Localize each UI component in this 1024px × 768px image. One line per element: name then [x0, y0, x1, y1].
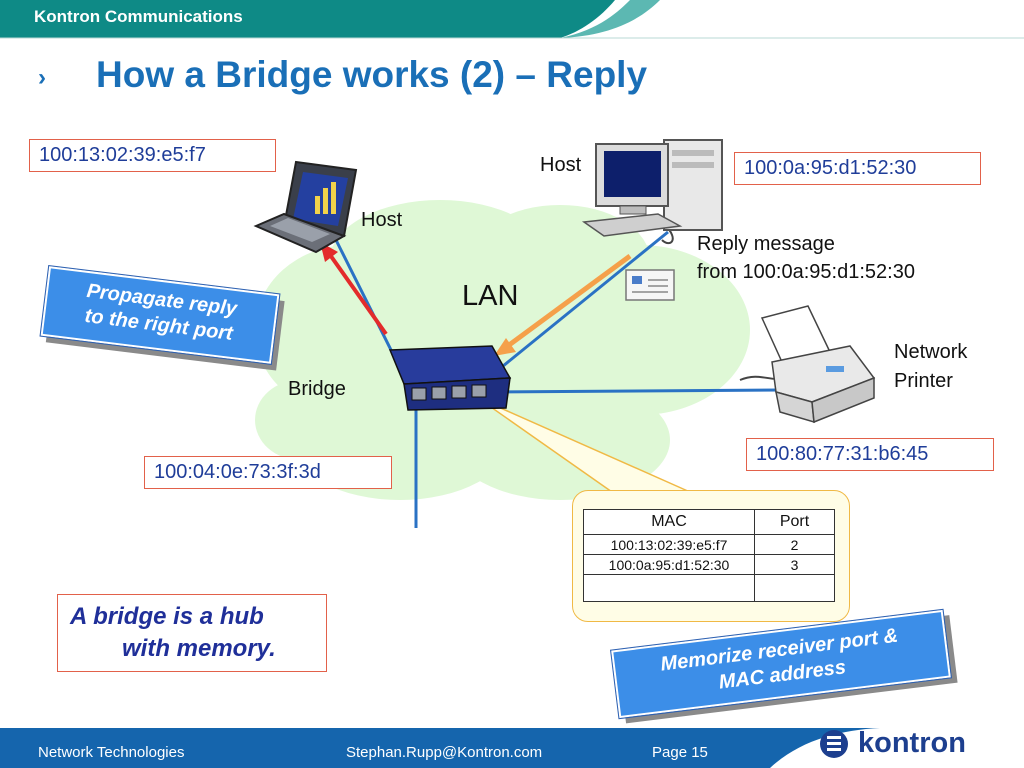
laptop-host-label: Host: [361, 209, 403, 231]
printer-label-line2: Printer: [894, 370, 953, 392]
reply-arrow-orange-head: [494, 338, 516, 356]
printer-label-line1: Network: [894, 341, 968, 363]
mac-table-cell-mac: [583, 574, 755, 602]
header-brand: Kontron Communications: [34, 7, 243, 26]
mac-table-cell-port: [754, 574, 835, 602]
reply-arrow-orange: [503, 253, 632, 351]
mac-table-cell-mac: 100:0a:95:d1:52:30: [583, 554, 755, 575]
header-band: [0, 0, 615, 38]
printer-mac-box: 100:80:77:31:b6:45: [746, 438, 994, 471]
hub-note-box: A bridge is a hub with memory.: [57, 594, 327, 672]
desktop-host-label: Host: [540, 154, 582, 176]
reply-arrow-red: [326, 250, 388, 336]
mac-table-cell-port: 3: [754, 554, 835, 575]
bridge-mac-box: 100:04:0e:73:3f:3d: [144, 456, 392, 489]
table-row: 100:0a:95:d1:52:30 3: [583, 554, 835, 575]
kontron-logo-mark: [820, 730, 848, 758]
title-bullet-icon: ›: [38, 64, 46, 91]
laptop-mac-box: 100:13:02:39:e5:f7: [29, 139, 276, 172]
laptop-icon: [253, 160, 358, 254]
mac-table: MAC Port 100:13:02:39:e5:f7 2 100:0a:95:…: [583, 509, 835, 602]
laptop-mac-text: 100:13:02:39:e5:f7: [39, 144, 206, 166]
lan-cloud: [255, 200, 750, 500]
desktop-mac-text: 100:0a:95:d1:52:30: [744, 157, 917, 179]
printer-mac-text: 100:80:77:31:b6:45: [756, 443, 929, 465]
lan-label: LAN: [462, 280, 519, 312]
kontron-logo-text: kontron: [858, 727, 966, 759]
slide-title: How a Bridge works (2) – Reply: [96, 54, 648, 95]
hub-note-line1: A bridge is a hub: [70, 603, 264, 630]
envelope-icon: [625, 269, 675, 301]
reply-message-line1: Reply message: [697, 233, 835, 255]
table-row: [583, 574, 835, 602]
printer-icon: [760, 305, 876, 424]
mac-table-cell-port: 2: [754, 534, 835, 555]
footer-email: Stephan.Rupp@Kontron.com: [346, 744, 543, 761]
mac-table-header-row: MAC Port: [583, 509, 835, 535]
mac-table-cell-mac: 100:13:02:39:e5:f7: [583, 534, 755, 555]
mac-table-header-port: Port: [754, 509, 835, 535]
bridge-label: Bridge: [288, 378, 346, 400]
desktop-bridge-line: [475, 230, 669, 390]
hub-note-line2: with memory.: [122, 635, 276, 662]
desktop-mac-box: 100:0a:95:d1:52:30: [734, 152, 981, 185]
mac-table-header-mac: MAC: [583, 509, 755, 535]
bridge-icon: [388, 345, 512, 411]
printer-bridge-line: [495, 388, 781, 394]
reply-message-line2: from 100:0a:95:d1:52:30: [697, 261, 915, 283]
table-row: 100:13:02:39:e5:f7 2: [583, 534, 835, 555]
footer-topic: Network Technologies: [38, 744, 185, 761]
bridge-mac-text: 100:04:0e:73:3f:3d: [154, 461, 321, 483]
header-accent: [560, 0, 660, 38]
footer-page: Page 15: [652, 744, 708, 761]
mac-table-callout: MAC Port 100:13:02:39:e5:f7 2 100:0a:95:…: [572, 490, 850, 622]
desktop-icon: [581, 139, 723, 237]
